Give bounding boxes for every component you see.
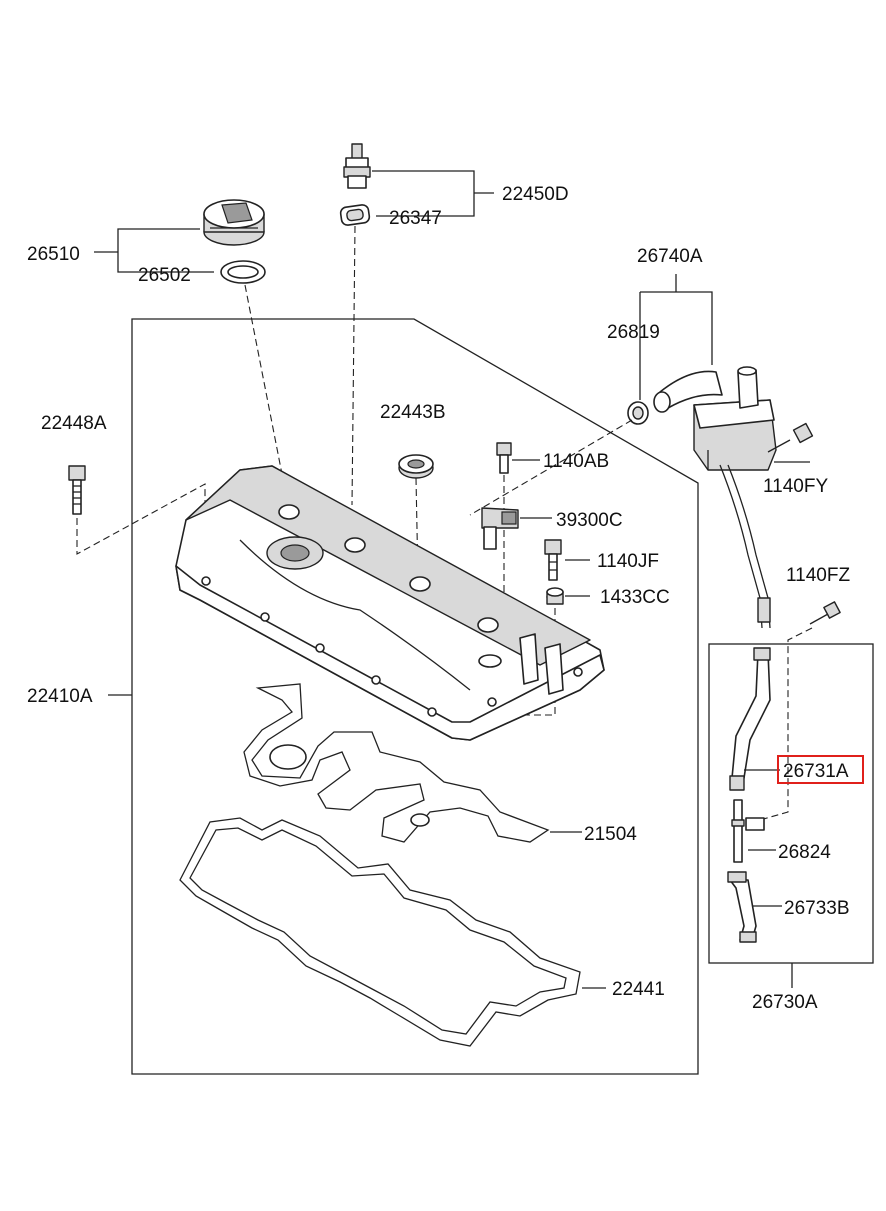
callout-22443B[interactable]: 22443B (380, 402, 446, 423)
callout-1433CC[interactable]: 1433CC (600, 587, 670, 608)
bolt-1140fy-part (767, 422, 814, 463)
callout-26824[interactable]: 26824 (778, 842, 831, 863)
callout-26731A[interactable]: 26731A (783, 761, 849, 782)
breather-hose-26731a-part (729, 647, 771, 791)
callout-21504[interactable]: 21504 (584, 824, 637, 845)
hose-26733b-part (727, 871, 757, 943)
grommet-22443b-part (398, 454, 434, 479)
bolt-1140fz-part (809, 601, 841, 625)
callout-1140FY[interactable]: 1140FY (763, 476, 828, 497)
callout-22448A[interactable]: 22448A (41, 413, 107, 434)
callout-26733B[interactable]: 26733B (784, 898, 850, 919)
oil-temp-sensor-part (343, 143, 371, 189)
callout-22410A[interactable]: 22410A (27, 686, 93, 707)
callout-26510[interactable]: 26510 (27, 244, 80, 265)
callout-26730A[interactable]: 26730A (752, 992, 818, 1013)
oil-filler-cap-part (203, 199, 265, 246)
callout-26819[interactable]: 26819 (607, 322, 660, 343)
inner-gasket-21504-part (243, 683, 550, 843)
filler-cap-gasket-part (220, 260, 266, 284)
bolt-1140ab-part (496, 442, 512, 474)
highlight-box-26731A (777, 755, 864, 784)
callout-39300C[interactable]: 39300C (556, 510, 623, 531)
callout-26740A[interactable]: 26740A (637, 246, 703, 267)
callout-1140JF[interactable]: 1140JF (597, 551, 659, 572)
callout-22450D[interactable]: 22450D (502, 184, 569, 205)
sensor-gasket-part (339, 204, 371, 226)
pcv-seal-ring-part (627, 401, 649, 425)
callout-26347[interactable]: 26347 (389, 208, 442, 229)
cover-gasket-22441-part (179, 817, 581, 1047)
pipe-26824-part (731, 799, 765, 863)
cylinder-head-cover-part (175, 465, 605, 741)
bolt-1140jf-part (544, 539, 562, 581)
washer-1433cc-part (546, 587, 564, 605)
bolt-22448a-part (68, 465, 86, 515)
callout-1140AB[interactable]: 1140AB (543, 451, 609, 472)
oil-separator-part (653, 366, 777, 471)
callout-1140FZ[interactable]: 1140FZ (786, 565, 850, 586)
cam-sensor-part (481, 507, 519, 550)
callout-26502[interactable]: 26502 (138, 265, 191, 286)
main-assembly-frame (131, 318, 699, 1075)
hose-assembly-frame (708, 643, 874, 964)
callout-22441[interactable]: 22441 (612, 979, 665, 1000)
